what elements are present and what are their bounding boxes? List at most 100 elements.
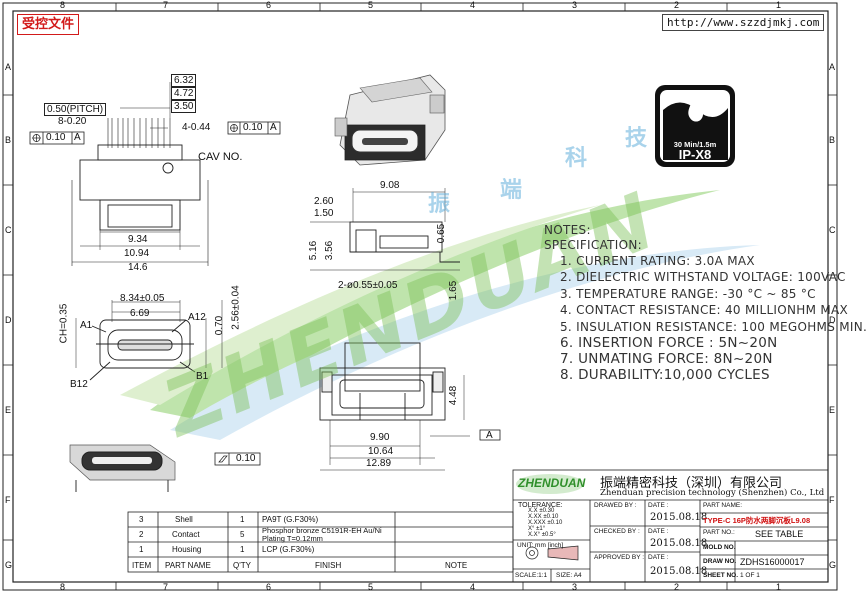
border-tick-left-b: B — [5, 135, 12, 145]
drawing-sheet — [2, 2, 838, 591]
draw-no-value: ZDHS16000017 — [740, 557, 805, 567]
border-tick-right-d: D — [829, 315, 836, 325]
sheet-no-value: 1 OF 1 — [740, 572, 760, 579]
date-label-3: DATE : — [648, 554, 669, 561]
dim-10-64: 10.64 — [368, 446, 394, 457]
connector-render — [334, 74, 446, 166]
border-tick-right-e: E — [829, 405, 836, 415]
spec-item-1: 1. CURRENT RATING: 3.0A MAX — [560, 254, 755, 268]
size-label: SIZE: A4 — [556, 572, 582, 579]
spec-item-3: 3. TEMPERATURE RANGE: -30 °C ~ 85 °C — [560, 287, 816, 301]
bom-header-name: PART NAME — [165, 561, 211, 570]
border-tick-top-5: 5 — [368, 0, 374, 10]
border-tick-bottom-6: 6 — [266, 582, 272, 592]
dim-6-32: 6.32 — [171, 74, 197, 87]
scale-label: SCALE:1:1 — [515, 572, 548, 579]
tolerance-5: X.X° ±0.5° — [528, 532, 556, 538]
pcb-footprint-render — [69, 444, 176, 492]
sheet-no-label: SHEET NO. — [703, 572, 739, 579]
ip-x8-badge-icon — [655, 85, 735, 167]
watermark-cn-1: 振 — [428, 192, 451, 217]
border-tick-right-a: A — [829, 62, 836, 72]
dim-9-08: 9.08 — [380, 180, 400, 191]
dim-4-48: 4.48 — [448, 385, 460, 406]
top-view — [319, 342, 470, 471]
part-name-label: PART NAME: — [703, 502, 743, 509]
border-tick-top-1: 1 — [776, 0, 782, 10]
side-view — [310, 188, 460, 271]
date-value-3: 2015.08.18 — [650, 566, 708, 577]
bom-row-2-finish: Phosphor bronze C5191R-EH Au/Ni Plating … — [262, 526, 382, 543]
tolerance-frames — [29, 121, 501, 466]
border-tick-bottom-7: 7 — [163, 582, 169, 592]
dim-3-50: 3.50 — [171, 100, 197, 113]
title-logo — [516, 474, 584, 494]
pin-range-label: 8-0.20 — [58, 116, 87, 127]
bom-row-3-qty: 1 — [240, 515, 245, 524]
border-tick-bottom-3: 3 — [572, 582, 578, 592]
front-view — [71, 82, 209, 266]
spec-item-4: 4. CONTACT RESISTANCE: 40 MILLIONHM MAX — [560, 303, 849, 317]
date-value-1: 2015.08.18 — [650, 512, 708, 523]
company-name-en: Zhenduan precision technology (Shenzhen)… — [600, 488, 825, 498]
title-brand-logo: ZHENDUAN — [518, 476, 586, 490]
dim-3-56: 3.56 — [324, 240, 336, 261]
pitch-label: 0.50(PITCH) — [44, 103, 107, 116]
dim-2-60: 2.60 — [314, 196, 334, 207]
watermark-swoosh — [120, 190, 760, 440]
dim-4-72: 4.72 — [171, 87, 197, 100]
outer-frame — [2, 2, 838, 591]
tolerance-4: X° ±1° — [528, 526, 546, 532]
receptacle-section-view — [75, 300, 223, 381]
datum-a-label: A — [486, 430, 493, 441]
spec-item-7: 7. UNMATING FORCE: 8N~20N — [560, 351, 773, 367]
date-label-1: DATE : — [648, 502, 669, 509]
bom-row-3-name: Shell — [175, 515, 193, 524]
spec-item-2: 2. DIELECTRIC WITHSTAND VOLTAGE: 100VAC — [560, 270, 846, 284]
border-tick-right-g: G — [829, 560, 837, 570]
border-tick-top-2: 2 — [674, 0, 680, 10]
dim-0-65: 0.65 — [436, 223, 448, 244]
part-name-value: TYPE-C 16P防水两脚沉板L9.08 — [703, 516, 811, 525]
border-tick-top-4: 4 — [470, 0, 476, 10]
drawn-by-label: DRAWED BY : — [594, 502, 637, 509]
bom-header-qty: Q'TY — [233, 561, 251, 570]
bom-row-1-name: Housing — [172, 545, 202, 554]
controlled-document-badge: 受控文件 — [17, 14, 79, 35]
border-tick-top-8: 8 — [60, 0, 66, 10]
title-block — [512, 469, 829, 583]
bom-row-3-item: 3 — [139, 515, 144, 524]
border-tick-left-c: C — [5, 225, 12, 235]
dim-1-65: 1.65 — [448, 280, 460, 301]
dim-10-94: 10.94 — [124, 248, 150, 259]
dim-14-6: 14.6 — [128, 262, 148, 273]
bom-row-3-finish: PA9T (G.F30%) — [262, 515, 319, 524]
border-tick-left-e: E — [5, 405, 12, 415]
pos-tol-1: 0.10 — [46, 132, 66, 143]
projection-symbol-icon — [525, 545, 579, 561]
border-tick-bottom-5: 5 — [368, 582, 374, 592]
bom-header-note: NOTE — [445, 561, 468, 570]
border-tick-right-b: B — [829, 135, 836, 145]
border-tick-right-c: C — [829, 225, 836, 235]
part-no-label: PART NO.: — [703, 529, 735, 536]
holes-label: 2-ø0.55±0.05 — [338, 280, 398, 291]
mold-no-value: SEE TABLE — [755, 529, 804, 539]
watermark-cn-4: 技 — [625, 126, 648, 151]
bom-row-2-qty: 5 — [240, 530, 245, 539]
flatness-tol: 0.10 — [236, 453, 256, 464]
company-name-cn: 振端精密科技（深圳）有限公司 — [600, 476, 783, 491]
datum-ref-2: A — [270, 122, 277, 133]
dim-1-50: 1.50 — [314, 208, 334, 219]
border-tick-left-g: G — [5, 560, 13, 570]
website-url[interactable]: http://www.szzdjmkj.com — [662, 14, 825, 31]
draw-no-label: DRAW NO. — [703, 558, 737, 565]
pin-a1-label: A1 — [80, 320, 93, 331]
border-tick-top-6: 6 — [266, 0, 272, 10]
pin-a12-label: A12 — [188, 312, 206, 323]
border-tick-bottom-1: 1 — [776, 582, 782, 592]
border-tick-left-a: A — [5, 62, 12, 72]
bom-row-2-item: 2 — [139, 530, 144, 539]
ip-depth-label: 30 Min/1.5m — [673, 140, 717, 149]
inner-frame — [12, 10, 829, 583]
